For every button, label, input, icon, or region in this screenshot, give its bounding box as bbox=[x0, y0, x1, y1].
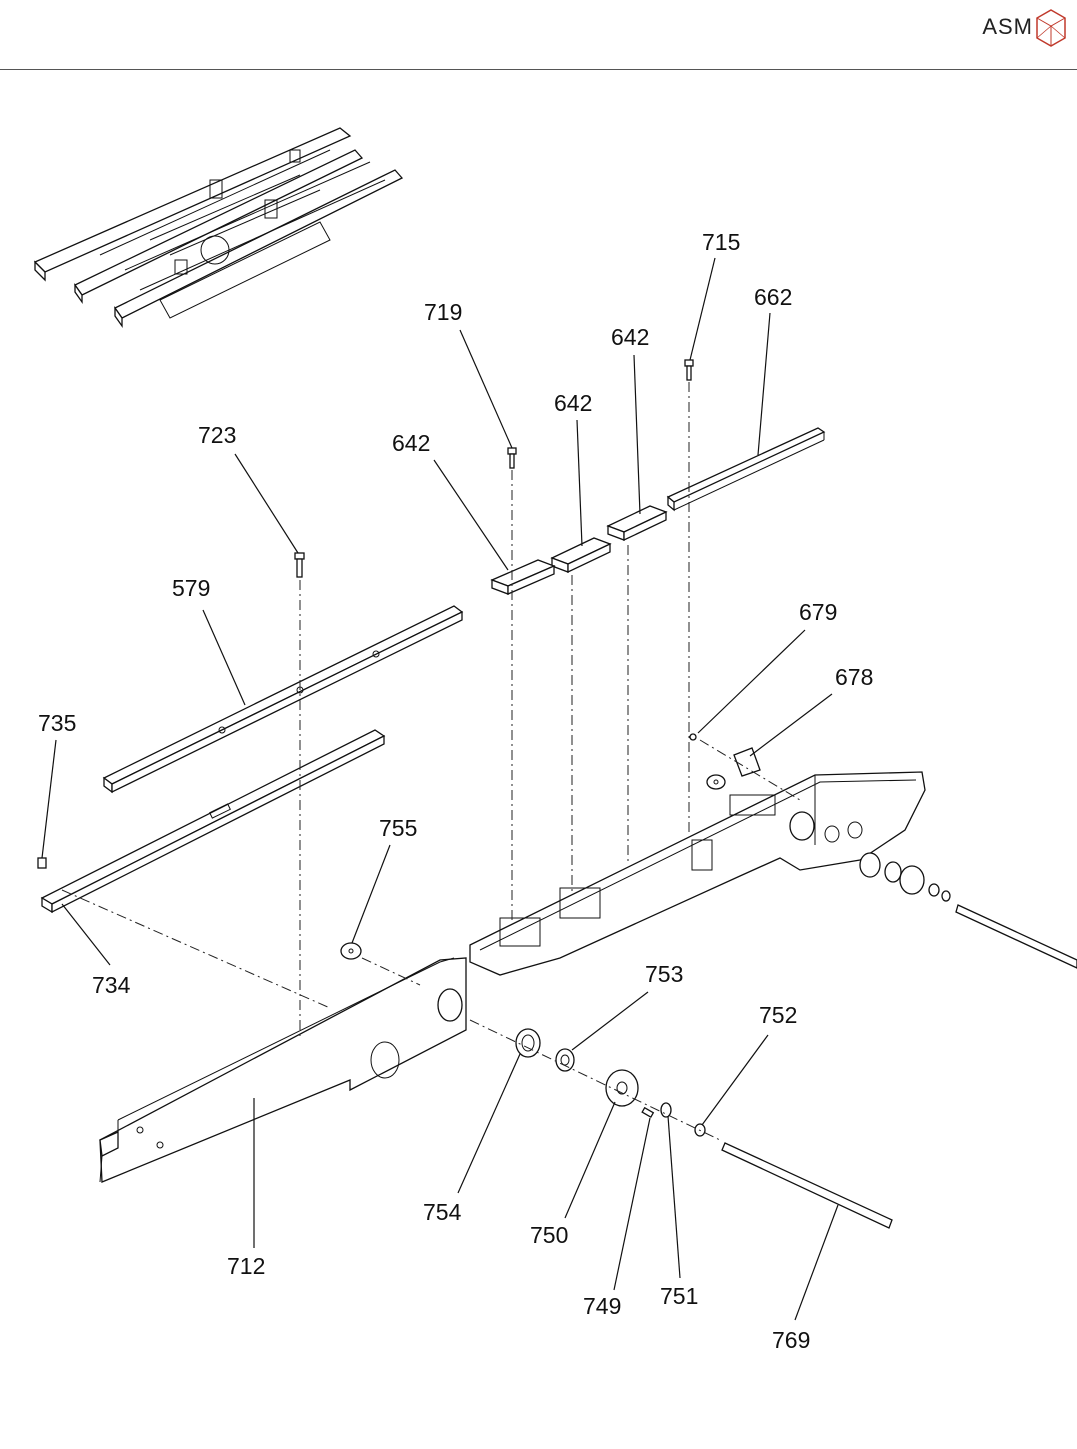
label-752: 752 bbox=[759, 1002, 797, 1028]
part-750-flange bbox=[606, 1070, 638, 1106]
part-723-screw bbox=[295, 553, 304, 577]
part-662-bar bbox=[668, 428, 824, 510]
label-719: 719 bbox=[424, 299, 462, 325]
part-769-shaft bbox=[722, 1143, 892, 1228]
label-723: 723 bbox=[198, 422, 236, 448]
label-642-top: 642 bbox=[611, 324, 649, 350]
label-749: 749 bbox=[583, 1293, 621, 1319]
part-579-bar bbox=[104, 606, 462, 792]
part-712-frame bbox=[100, 958, 466, 1182]
label-753: 753 bbox=[645, 961, 683, 987]
rear-side-frame bbox=[470, 772, 925, 975]
label-754: 754 bbox=[423, 1199, 462, 1225]
label-579: 579 bbox=[172, 575, 210, 601]
label-662: 662 bbox=[754, 284, 792, 310]
part-679-pin bbox=[690, 734, 696, 740]
part-678-bracket bbox=[734, 748, 760, 776]
part-753-bearing bbox=[556, 1049, 574, 1071]
label-734: 734 bbox=[92, 972, 131, 998]
label-735: 735 bbox=[38, 710, 76, 736]
part-734-bar bbox=[42, 730, 384, 912]
label-769: 769 bbox=[772, 1327, 810, 1353]
part-642-block-3 bbox=[608, 506, 666, 540]
label-750: 750 bbox=[530, 1222, 568, 1248]
part-735-pin bbox=[38, 858, 46, 868]
label-678: 678 bbox=[835, 664, 873, 690]
label-751: 751 bbox=[660, 1283, 698, 1309]
part-755-washer bbox=[341, 943, 361, 959]
label-679: 679 bbox=[799, 599, 837, 625]
overview-assembly bbox=[35, 128, 402, 326]
label-715: 715 bbox=[702, 229, 740, 255]
part-749-pin bbox=[642, 1108, 653, 1117]
part-642-block-1 bbox=[492, 560, 554, 594]
label-755: 755 bbox=[379, 815, 417, 841]
label-642-mid: 642 bbox=[554, 390, 592, 416]
part-754-gear bbox=[516, 1029, 540, 1057]
label-712: 712 bbox=[227, 1253, 265, 1279]
part-751-ring bbox=[661, 1103, 671, 1117]
part-642-block-2 bbox=[552, 538, 610, 572]
label-642-left: 642 bbox=[392, 430, 430, 456]
part-715-screw bbox=[685, 360, 693, 380]
part-719-screw bbox=[508, 448, 516, 468]
washer-upper bbox=[707, 775, 725, 789]
right-pulley-assembly bbox=[860, 853, 1077, 968]
